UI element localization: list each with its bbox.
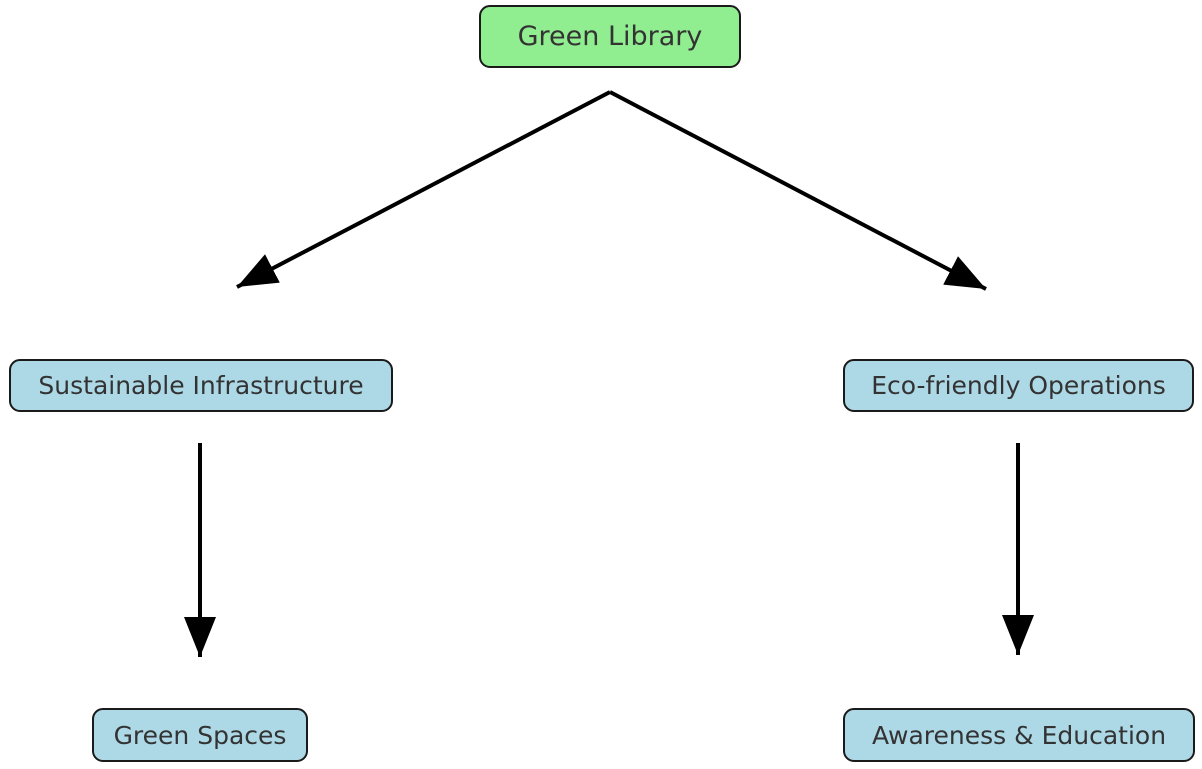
edge-green-library-to-eco-friendly-operations xyxy=(609,90,987,291)
node-green-spaces: Green Spaces xyxy=(92,708,308,762)
node-awareness-education: Awareness & Education xyxy=(843,708,1195,762)
node-sustainable-infrastructure: Sustainable Infrastructure xyxy=(9,359,393,412)
node-eco-friendly-operations: Eco-friendly Operations xyxy=(843,359,1194,412)
node-green-library: Green Library xyxy=(479,5,741,68)
edge-green-library-to-sustainable-infrastructure xyxy=(236,90,611,289)
